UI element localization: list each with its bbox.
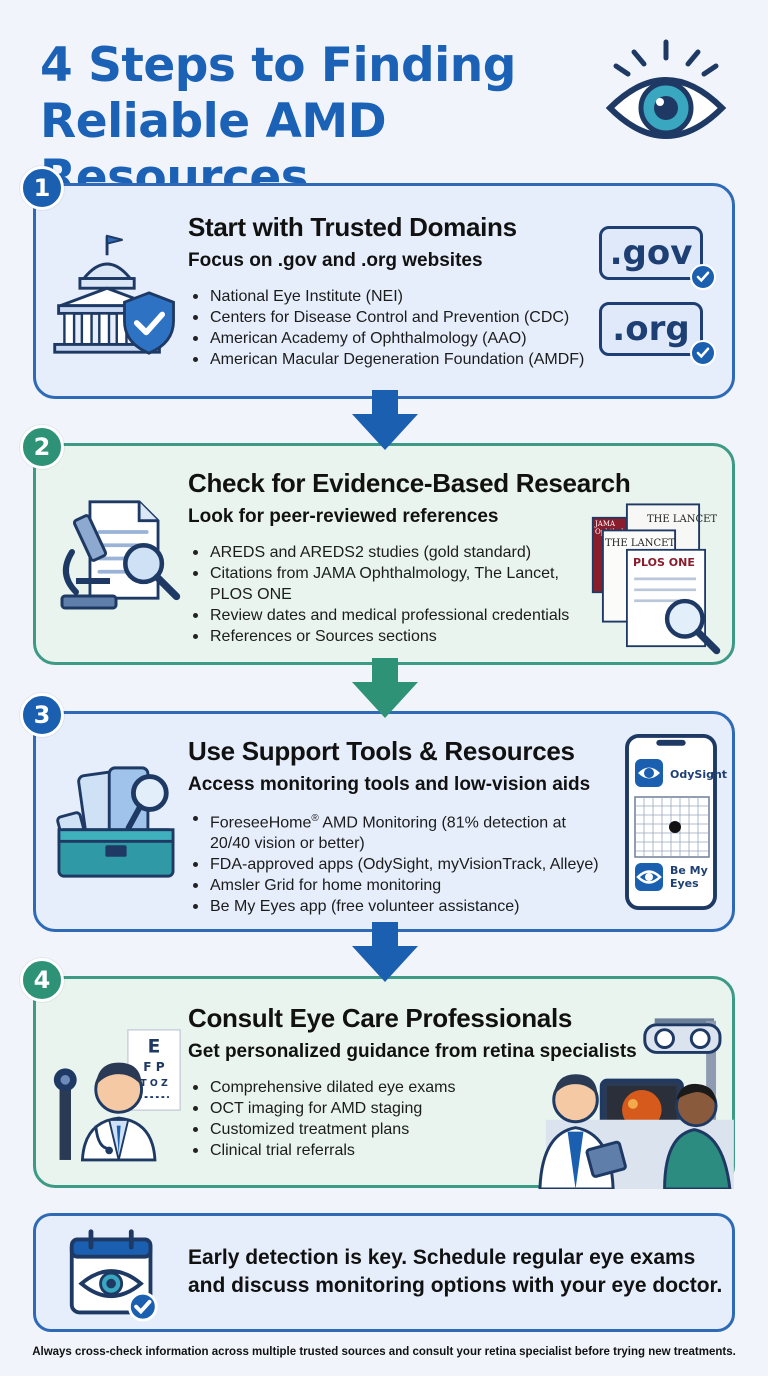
svg-text:E: E <box>148 1036 161 1057</box>
step-4-card: Consult Eye Care Professionals Get perso… <box>33 976 735 1189</box>
gov-domain-chip: .gov <box>599 226 703 280</box>
arrow-down-icon <box>352 390 418 450</box>
step-4-list: Comprehensive dilated eye exams OCT imag… <box>188 1077 455 1161</box>
list-item: American Macular Degeneration Foundation… <box>188 349 584 370</box>
step-2-card: Check for Evidence-Based Research Look f… <box>33 443 735 665</box>
step-3-subtitle: Access monitoring tools and low-vision a… <box>188 774 591 795</box>
list-item: Review dates and medical professional cr… <box>188 605 598 626</box>
step-2-subtitle: Look for peer-reviewed references <box>188 506 499 527</box>
step-3-card: Use Support Tools & Resources Access mon… <box>33 711 735 932</box>
be-my-eyes-label: Be My Eyes <box>670 864 708 890</box>
step-1-badge: 1 <box>20 166 64 210</box>
calendar-eye-icon <box>69 1229 158 1322</box>
magnifier-icon <box>123 543 181 601</box>
list-item: OCT imaging for AMD staging <box>188 1098 455 1119</box>
journal-lancet-label-2: THE LANCET <box>605 538 676 549</box>
svg-text:F P: F P <box>143 1060 165 1074</box>
app-eye-icon <box>635 863 663 891</box>
list-item: AREDS and AREDS2 studies (gold standard) <box>188 542 598 563</box>
list-item: FDA-approved apps (OdySight, myVisionTra… <box>188 854 608 875</box>
journal-lancet-label: THE LANCET <box>647 514 718 525</box>
shield-check-icon <box>123 291 175 355</box>
check-icon <box>690 264 716 290</box>
list-item: Citations from JAMA Ophthalmology, The L… <box>188 563 598 605</box>
title-line-1: 4 Steps to Finding <box>40 38 516 93</box>
arrow-down-icon <box>352 658 418 718</box>
callout-text: Early detection is key. Schedule regular… <box>188 1246 723 1297</box>
magnifier-icon <box>664 598 721 655</box>
list-item: Amsler Grid for home monitoring <box>188 875 608 896</box>
footnote: Always cross-check information across mu… <box>32 1346 736 1358</box>
step-1-title: Start with Trusted Domains <box>188 212 517 242</box>
step-3-badge: 3 <box>20 693 64 737</box>
journal-stack: JAMA Ophthalmology THE LANCET THE LANCET… <box>591 502 731 655</box>
org-domain-chip: .org <box>599 302 703 356</box>
callout-box: Early detection is key. Schedule regular… <box>33 1213 735 1332</box>
step-2-title: Check for Evidence-Based Research <box>188 468 631 498</box>
list-item: Be My Eyes app (free volunteer assistanc… <box>188 896 608 917</box>
check-icon <box>690 340 716 366</box>
list-item: References or Sources sections <box>188 626 598 647</box>
odysight-label: OdySight <box>670 768 728 781</box>
page-title: 4 Steps to Finding Reliable AMD Resource… <box>40 38 660 206</box>
list-item: Clinical trial referrals <box>188 1140 455 1161</box>
list-item: ForeseeHome® AMD Monitoring (81% detecti… <box>188 808 608 854</box>
step-4-badge: 4 <box>20 958 64 1002</box>
step-1-list: National Eye Institute (NEI) Centers for… <box>188 286 584 370</box>
journal-plos-label: PLOS ONE <box>633 556 695 569</box>
registered-mark: ® <box>311 813 319 824</box>
amsler-grid-icon <box>634 796 710 858</box>
list-item: Customized treatment plans <box>188 1119 455 1140</box>
microscope-icon <box>60 514 118 610</box>
doctor-icon <box>53 1062 157 1162</box>
step-3-title: Use Support Tools & Resources <box>188 736 575 766</box>
foreseehome-detail: AMD Monitoring (81% detection at 20/40 v… <box>210 814 566 853</box>
step-4-subtitle: Get personalized guidance from retina sp… <box>188 1041 637 1062</box>
step-3-list: ForeseeHome® AMD Monitoring (81% detecti… <box>188 808 608 917</box>
step-1-subtitle: Focus on .gov and .org websites <box>188 250 483 271</box>
list-item: American Academy of Ophthalmology (AAO) <box>188 328 584 349</box>
foreseehome-label: ForeseeHome <box>210 814 312 832</box>
app-eye-icon <box>635 759 663 787</box>
toolbox-icon <box>56 766 175 878</box>
svg-text:T O Z: T O Z <box>140 1078 168 1089</box>
list-item: National Eye Institute (NEI) <box>188 286 584 307</box>
list-item: Centers for Disease Control and Preventi… <box>188 307 584 328</box>
exam-scene-icon <box>538 1018 734 1189</box>
eye-icon <box>605 39 727 139</box>
title-line-2: Reliable AMD Resources <box>40 94 387 205</box>
step-1-card: Start with Trusted Domains Focus on .gov… <box>33 183 735 399</box>
step-2-list: AREDS and AREDS2 studies (gold standard)… <box>188 542 598 647</box>
step-2-badge: 2 <box>20 425 64 469</box>
step-4-title: Consult Eye Care Professionals <box>188 1003 573 1033</box>
list-item: Comprehensive dilated eye exams <box>188 1077 455 1098</box>
arrow-down-icon <box>352 922 418 982</box>
